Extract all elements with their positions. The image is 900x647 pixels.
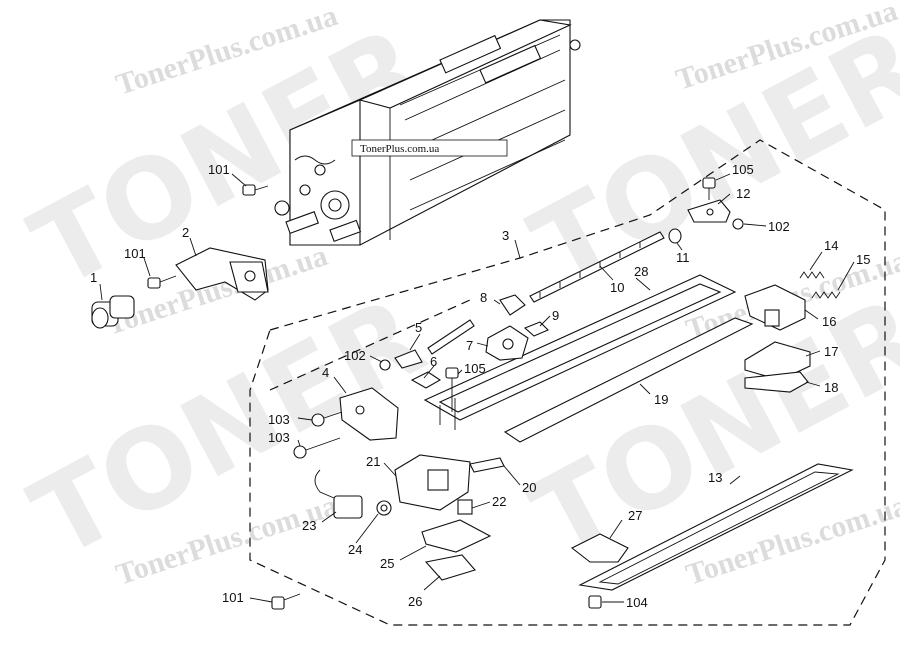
screw-101-bottom [271, 593, 301, 610]
part-21-housing [394, 454, 471, 511]
part-25-bracket [421, 519, 492, 553]
part-13-scale [578, 463, 854, 591]
part-26-bracket [424, 554, 476, 581]
callout-102-left: 102 [344, 348, 366, 363]
callout-1: 1 [90, 270, 97, 285]
callout-19: 19 [654, 392, 668, 407]
callout-16: 16 [822, 314, 836, 329]
part-27-bracket [570, 533, 629, 563]
callout-103-upper: 103 [268, 412, 290, 427]
callout-28: 28 [634, 264, 648, 279]
callout-21: 21 [366, 454, 380, 469]
callout-27: 27 [628, 508, 642, 523]
callout-10: 10 [610, 280, 624, 295]
part-28-rail [423, 274, 737, 430]
callout-4: 4 [322, 365, 329, 380]
screw-104 [588, 595, 602, 609]
callout-22: 22 [492, 494, 506, 509]
part-18-clip [744, 371, 809, 393]
part-14-spring [799, 271, 825, 279]
outer-dashed-boundary [249, 139, 886, 626]
part-11-bushing [668, 228, 682, 244]
part-19-blade [503, 317, 754, 443]
callout-8: 8 [480, 290, 487, 305]
part-15-spring [811, 291, 841, 299]
part-5-gear-shaft [394, 319, 475, 369]
leader-lines [99, 173, 855, 603]
callout-15: 15 [856, 252, 870, 267]
callout-7: 7 [466, 338, 473, 353]
callout-12: 12 [736, 186, 750, 201]
part-2-bracket [175, 247, 269, 301]
callout-14: 14 [824, 238, 838, 253]
callout-101-top: 101 [208, 162, 230, 177]
callout-105-center: 105 [464, 361, 486, 376]
callout-101-left: 101 [124, 246, 146, 261]
callout-17: 17 [824, 344, 838, 359]
callout-24: 24 [348, 542, 362, 557]
screw-105-center [445, 367, 459, 412]
callout-11: 11 [676, 250, 690, 265]
callout-2: 2 [182, 225, 189, 240]
part-4-plate [339, 387, 399, 441]
callout-104: 104 [626, 595, 648, 610]
callout-25: 25 [380, 556, 394, 571]
part-6-clip [410, 371, 442, 389]
screw-105-top [702, 177, 716, 200]
callout-101-bottom: 101 [222, 590, 244, 605]
callout-102-right: 102 [768, 219, 790, 234]
ring-102-left [379, 359, 391, 371]
callout-6: 6 [430, 354, 437, 369]
screw-101-top [242, 184, 269, 196]
part-10-shaft [529, 231, 665, 303]
callout-103-lower: 103 [268, 430, 290, 445]
part-16-holder [744, 284, 806, 331]
callout-13: 13 [708, 470, 722, 485]
callout-20: 20 [522, 480, 536, 495]
part-24-gear [376, 500, 392, 516]
part-9-clip [523, 321, 549, 337]
part-12-bracket [687, 199, 731, 223]
ring-102-right [732, 218, 744, 230]
screw-101-left [147, 275, 177, 289]
part-8-clip [499, 294, 526, 316]
callout-18: 18 [824, 380, 838, 395]
callout-26: 26 [408, 594, 422, 609]
part-17-plate [744, 341, 811, 381]
part-20-pin [469, 457, 505, 473]
inner-dashed-line [269, 299, 471, 391]
callout-labels: 1 2 3 4 5 6 7 8 9 10 11 12 13 14 15 16 1… [90, 162, 870, 610]
callout-5: 5 [415, 320, 422, 335]
part-22-block [457, 499, 473, 515]
callout-3: 3 [502, 228, 509, 243]
caption-text: TonerPlus.com.ua [360, 143, 439, 155]
assembly-boundaries [249, 139, 886, 626]
callout-23: 23 [302, 518, 316, 533]
screw-103-upper [311, 411, 343, 427]
main-unit-housing [274, 19, 581, 246]
part-7-bracket [485, 325, 529, 361]
callout-105-top: 105 [732, 162, 754, 177]
part-1-knob [91, 295, 135, 329]
caption-box: TonerPlus.com.ua [351, 139, 508, 157]
part-23-motor [314, 469, 363, 519]
callout-9: 9 [552, 308, 559, 323]
